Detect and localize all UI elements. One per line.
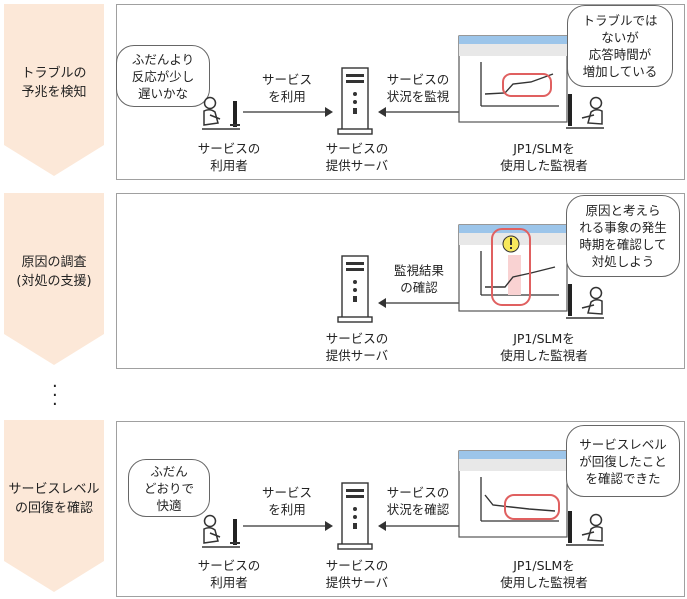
use-service-arrow xyxy=(243,107,333,117)
stage-chevron-3: サービスレベル の回復を確認 xyxy=(4,420,104,592)
observer-speech-bubble: 原因と考えら れる事象の発生 時期を確認して 対処しよう xyxy=(566,195,680,277)
bubble-text: 原因と考えら れる事象の発生 時期を確認して 対処しよう xyxy=(579,203,667,269)
monitor-screen-icon xyxy=(458,35,568,123)
observer-person-icon xyxy=(566,511,604,546)
ellipsis-dots: ··· xyxy=(52,376,58,415)
observer-label: JP1/SLMを 使用した監視者 xyxy=(500,141,588,173)
server-label: サービスの 提供サーバ xyxy=(325,558,389,590)
monitor-service-label: サービスの 状況を監視 xyxy=(386,72,450,104)
user-speech-bubble: ふだんより 反応が少し 遅いかな xyxy=(116,45,210,107)
server-icon xyxy=(337,67,373,135)
server-icon xyxy=(337,482,373,550)
server-label: サービスの 提供サーバ xyxy=(325,331,389,363)
user-person-icon xyxy=(202,96,240,130)
server-icon xyxy=(337,255,373,323)
stage-label: 原因の調査 (対処の支援) xyxy=(16,255,92,289)
observer-speech-bubble: トラブルでは ないが 応答時間が 増加している xyxy=(567,5,673,87)
observer-label: JP1/SLMを 使用した監視者 xyxy=(500,558,588,590)
bubble-text: トラブルでは ないが 応答時間が 増加している xyxy=(582,13,658,79)
observer-label: JP1/SLMを 使用した監視者 xyxy=(500,331,588,363)
stage-chevron-2: 原因の調査 (対処の支援) xyxy=(4,193,104,365)
bubble-text: ふだん どおりで 快適 xyxy=(143,463,194,513)
monitor-arrow xyxy=(378,298,460,308)
monitor-screen-icon xyxy=(458,450,568,538)
server-label: サービスの 提供サーバ xyxy=(325,141,389,173)
monitor-screen-icon xyxy=(458,224,568,312)
stage-chevron-1: トラブルの 予兆を検知 xyxy=(4,4,104,176)
observer-person-icon xyxy=(566,284,604,319)
user-person-icon xyxy=(202,514,240,548)
user-speech-bubble: ふだん どおりで 快適 xyxy=(128,459,210,517)
use-service-label: サービス を利用 xyxy=(261,72,312,104)
use-service-label: サービス を利用 xyxy=(261,485,312,517)
stage-label: サービスレベル の回復を確認 xyxy=(8,482,100,516)
monitor-arrow xyxy=(378,107,460,117)
bubble-text: ふだんより 反応が少し 遅いかな xyxy=(131,51,195,101)
check-results-label: 監視結果 の確認 xyxy=(393,263,444,295)
observer-person-icon xyxy=(566,94,604,129)
observer-speech-bubble: サービスレベル が回復したこと を確認できた xyxy=(566,425,680,497)
stage-label: トラブルの 予兆を検知 xyxy=(21,66,87,100)
check-service-label: サービスの 状況を確認 xyxy=(386,485,450,517)
bubble-text: サービスレベル が回復したこと を確認できた xyxy=(579,436,667,486)
user-label: サービスの 利用者 xyxy=(197,558,261,590)
user-label: サービスの 利用者 xyxy=(197,141,261,173)
use-service-arrow xyxy=(243,521,333,531)
monitor-arrow xyxy=(378,521,460,531)
